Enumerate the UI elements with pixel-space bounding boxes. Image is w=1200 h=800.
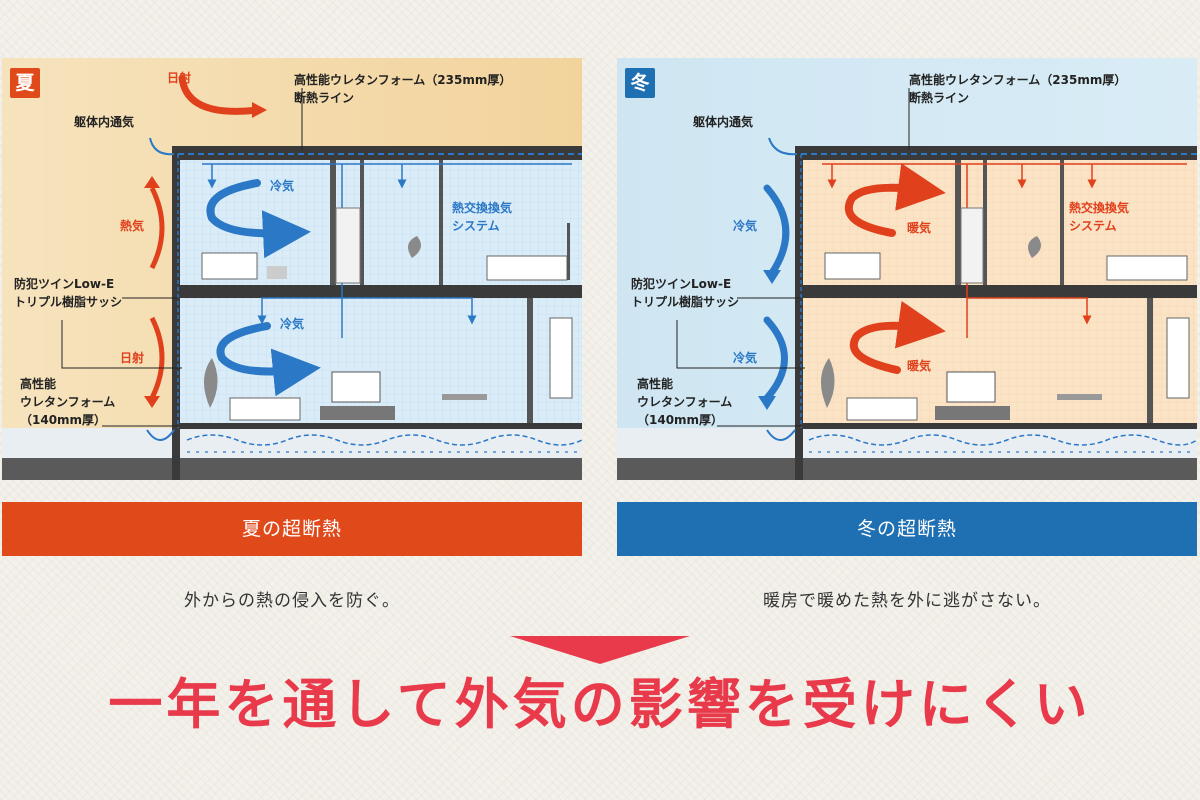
hrv-label-line1: 熱交換換気 bbox=[452, 201, 513, 215]
wall-ventilation-label: 躯体内通気 bbox=[693, 115, 754, 129]
wall-urethane-line2: ウレタンフォーム bbox=[637, 395, 733, 409]
down-arrow-icon bbox=[510, 636, 690, 664]
wall-urethane-line3: （140mm厚） bbox=[637, 413, 724, 427]
cool-air-lower-label: 冷気 bbox=[280, 317, 305, 331]
warm-air-upper-label: 暖気 bbox=[907, 221, 932, 235]
summer-diagram: 夏 日射 高性能ウレタンフォーム（235mm厚） 断熱ライン 躯体内通気 熱気 … bbox=[2, 58, 582, 480]
wall-urethane-line3: （140mm厚） bbox=[20, 413, 107, 427]
roof-urethane-label: 高性能ウレタンフォーム（235mm厚） bbox=[294, 73, 512, 87]
cool-air-lower-label: 冷気 bbox=[733, 351, 758, 365]
insulation-line-label: 断熱ライン bbox=[294, 91, 355, 105]
hrv-label-line2: システム bbox=[452, 219, 500, 233]
wall-urethane-line1: 高性能 bbox=[20, 377, 57, 391]
headline: 一年を通して外気の影響を受けにくい bbox=[108, 673, 1092, 736]
winter-diagram: 冬 高性能ウレタンフォーム（235mm厚） 断熱ライン 躯体内通気 冷気 暖気 … bbox=[617, 58, 1197, 480]
summer-badge: 夏 bbox=[10, 68, 40, 98]
hrv-label-line1: 熱交換換気 bbox=[1069, 201, 1130, 215]
summer-banner: 夏の超断熱 bbox=[2, 502, 582, 556]
winter-badge: 冬 bbox=[625, 68, 655, 98]
winter-house-illustration bbox=[617, 58, 1197, 480]
warm-air-lower-label: 暖気 bbox=[907, 359, 932, 373]
winter-caption: 暖房で暖めた熱を外に逃がさない。 bbox=[763, 591, 1051, 611]
sash-label-line2: トリプル樹脂サッシ bbox=[631, 295, 740, 309]
cool-air-upper-label: 冷気 bbox=[270, 179, 295, 193]
wall-urethane-line2: ウレタンフォーム bbox=[20, 395, 116, 409]
sash-label-line2: トリプル樹脂サッシ bbox=[14, 295, 123, 309]
sash-label-line1: 防犯ツインLow-E bbox=[631, 277, 732, 291]
sash-label-line1: 防犯ツインLow-E bbox=[14, 277, 115, 291]
wall-ventilation-label: 躯体内通気 bbox=[74, 115, 135, 129]
sunlight-lower-label: 日射 bbox=[120, 351, 145, 365]
hrv-label-line2: システム bbox=[1069, 219, 1117, 233]
summer-caption: 外からの熱の侵入を防ぐ。 bbox=[184, 591, 400, 611]
wall-urethane-line1: 高性能 bbox=[637, 377, 674, 391]
summer-house-illustration bbox=[2, 58, 582, 480]
sunlight-label: 日射 bbox=[167, 71, 192, 85]
insulation-line-label: 断熱ライン bbox=[909, 91, 970, 105]
winter-banner: 冬の超断熱 bbox=[617, 502, 1197, 556]
hot-air-label: 熱気 bbox=[120, 219, 145, 233]
roof-urethane-label: 高性能ウレタンフォーム（235mm厚） bbox=[909, 73, 1127, 87]
cool-air-upper-label: 冷気 bbox=[733, 219, 758, 233]
